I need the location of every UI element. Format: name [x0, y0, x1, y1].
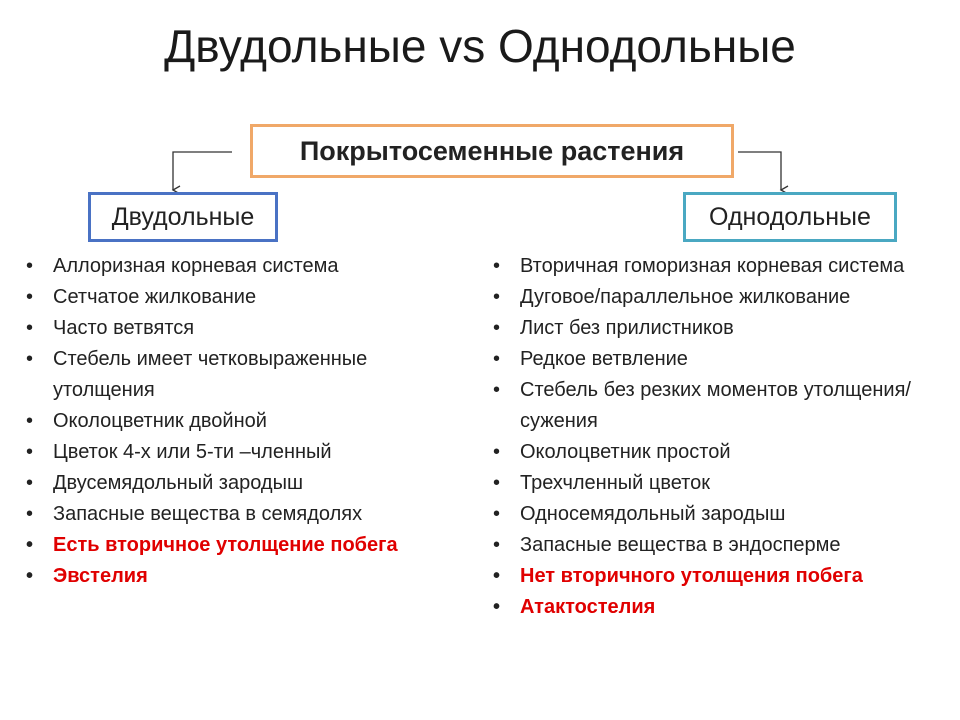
monocot-label: Однодольные — [709, 202, 871, 231]
monocot-trait: Стебель без резких моментов утолщения/су… — [491, 375, 951, 437]
monocot-trait: Трехчленный цветок — [491, 468, 951, 499]
monocot-trait: Редкое ветвление — [491, 344, 951, 375]
monocot-trait-highlighted: Нет вторичного утолщения побега — [491, 561, 951, 592]
monocot-trait: Односемядольный зародыш — [491, 499, 951, 530]
dicot-traits-list: Аллоризная корневая система Сетчатое жил… — [24, 251, 454, 592]
slide-title: Двудольные vs Однодольные — [164, 20, 796, 72]
dicot-trait-highlighted: Есть вторичное утолщение побега — [24, 530, 454, 561]
monocot-trait: Запасные вещества в эндосперме — [491, 530, 951, 561]
dicot-label: Двудольные — [111, 202, 255, 231]
arrow-to-dicot — [171, 151, 232, 195]
dicot-box: Двудольные — [88, 192, 278, 242]
monocot-trait: Околоцветник простой — [491, 437, 951, 468]
monocot-trait: Дуговое/параллельное жилкование — [491, 282, 951, 313]
dicot-trait: Цветок 4-х или 5-ти –членный — [24, 437, 454, 468]
arrow-to-monocot — [738, 151, 789, 195]
dicot-trait: Запасные вещества в семядолях — [24, 499, 454, 530]
dicot-trait: Аллоризная корневая система — [24, 251, 454, 282]
dicot-trait: Часто ветвятся — [24, 313, 454, 344]
root-box-angiosperms: Покрытосеменные растения — [250, 124, 734, 178]
dicot-trait: Сетчатое жилкование — [24, 282, 454, 313]
dicot-trait-highlighted: Эвстелия — [24, 561, 454, 592]
dicot-trait: Стебель имеет четковыраженные утолщения — [24, 344, 454, 406]
dicot-trait: Околоцветник двойной — [24, 406, 454, 437]
monocot-trait-highlighted: Атактостелия — [491, 592, 951, 623]
monocot-box: Однодольные — [683, 192, 897, 242]
monocot-trait: Вторичная гоморизная корневая система — [491, 251, 951, 282]
monocot-trait: Лист без прилистников — [491, 313, 951, 344]
dicot-trait: Двусемядольный зародыш — [24, 468, 454, 499]
root-label: Покрытосеменные растения — [299, 135, 685, 166]
monocot-traits-list: Вторичная гоморизная корневая система Ду… — [491, 251, 951, 623]
